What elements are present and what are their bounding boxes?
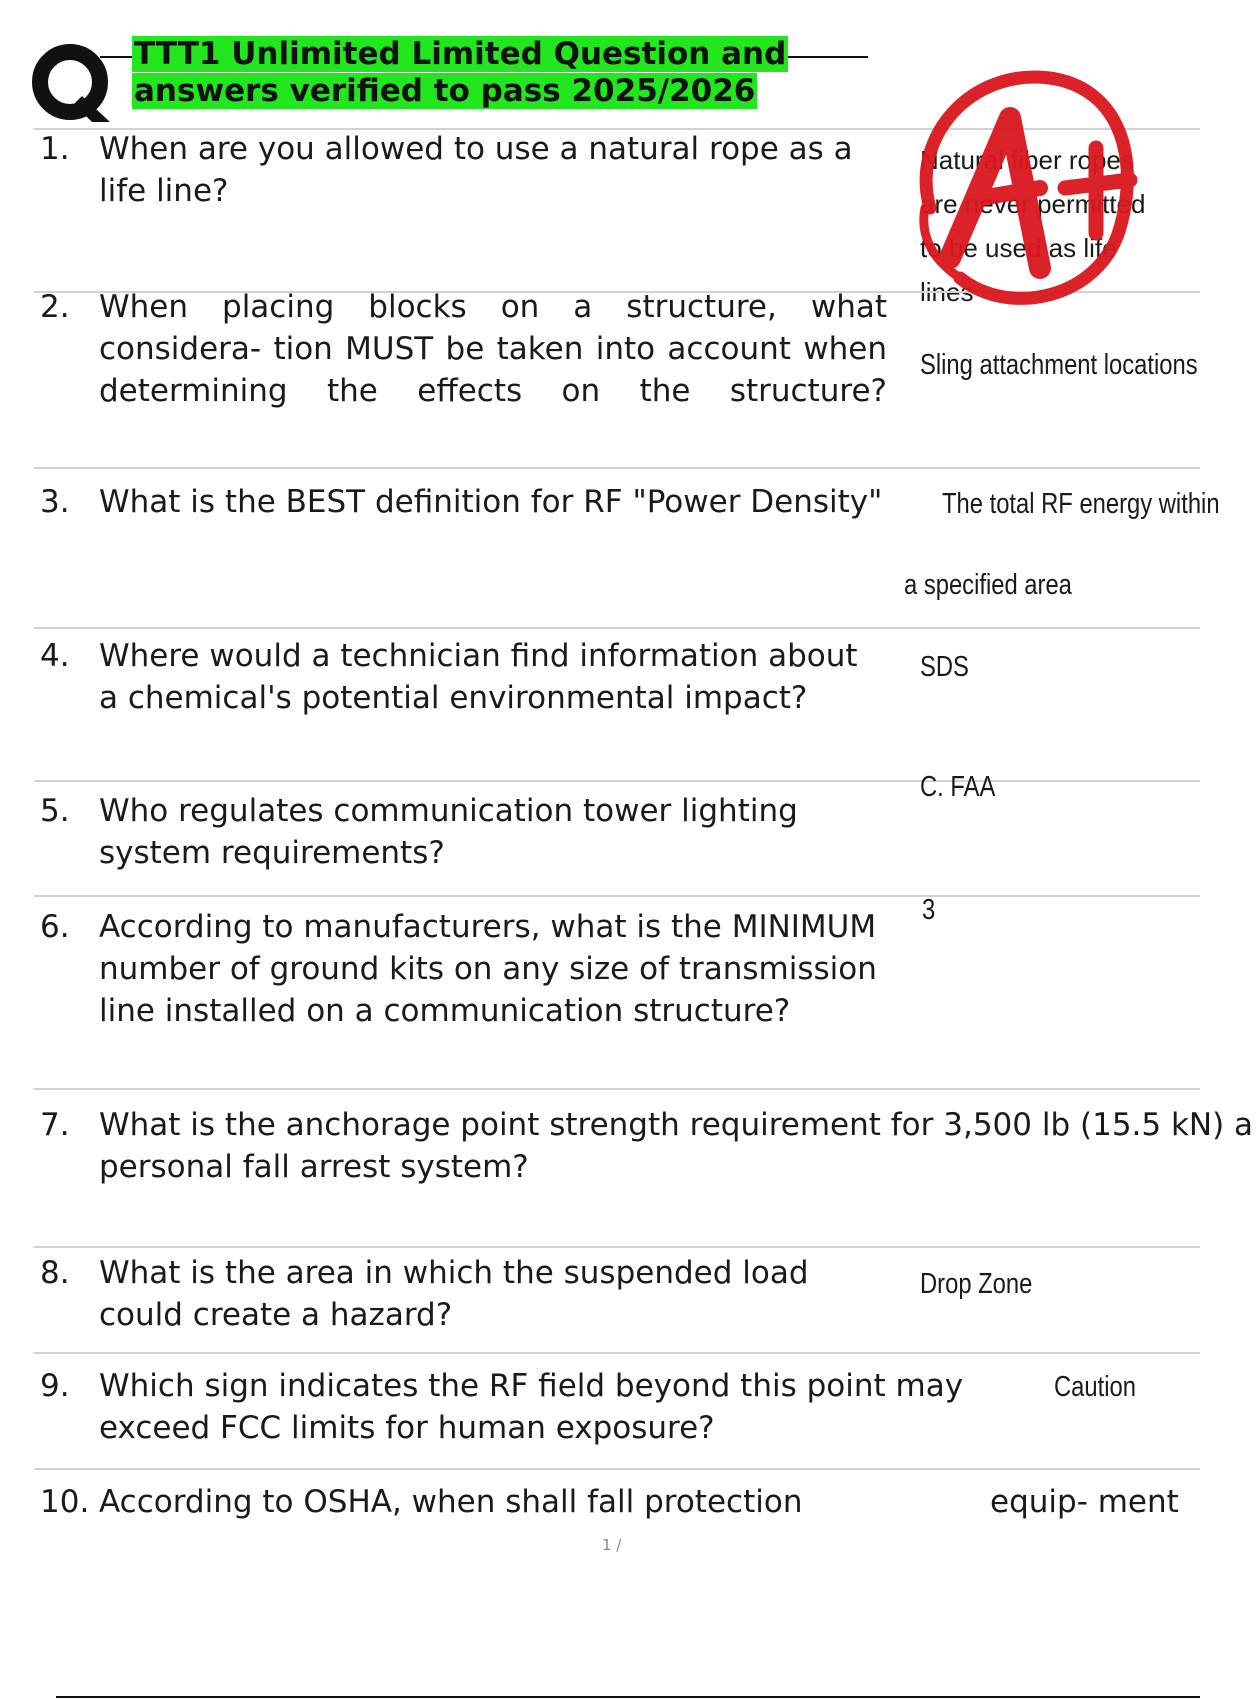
question-text: Who regulates communication tower lighti… xyxy=(99,793,798,871)
answer-text: SDS xyxy=(920,651,969,683)
question-text: According to OSHA, when shall fall prote… xyxy=(99,1484,803,1520)
row-divider xyxy=(34,467,1200,469)
row-divider xyxy=(34,627,1200,629)
question-number: 10. xyxy=(40,1484,90,1520)
answer-text: Sling attachment locations xyxy=(920,349,1198,381)
question-number: 7. xyxy=(40,1107,70,1143)
question-text: What is the anchorage point strength req… xyxy=(99,1107,1254,1185)
question-number: 1. xyxy=(40,131,70,167)
question-number: 8. xyxy=(40,1255,70,1291)
answer-text: 3 xyxy=(922,894,936,926)
row-divider xyxy=(34,291,1200,293)
row-divider xyxy=(34,780,1200,782)
question-number: 4. xyxy=(40,638,70,674)
question-text: Where would a technician find informatio… xyxy=(99,638,858,716)
document-title: TTT1 Unlimited Limited Question and answ… xyxy=(132,36,789,109)
row-divider xyxy=(34,1088,1200,1090)
answer-continuation: a specified area xyxy=(904,569,1072,601)
row-divider xyxy=(34,1468,1200,1470)
a-plus-grade-stamp-icon xyxy=(919,70,1138,305)
question-number: 9. xyxy=(40,1368,70,1404)
answer-text: The total RF energy within xyxy=(942,488,1220,520)
q-letter-logo-icon xyxy=(32,44,110,122)
answer-text: C. FAA xyxy=(920,771,996,803)
page-marker: 1 / xyxy=(602,1536,622,1554)
question-text: When placing blocks on a structure, what… xyxy=(99,289,887,409)
question-text: Which sign indicates the RF field beyond… xyxy=(99,1368,964,1446)
question-number: 6. xyxy=(40,909,70,945)
row-divider xyxy=(34,1352,1200,1354)
row-divider xyxy=(34,1246,1200,1248)
question-text: When are you allowed to use a natural ro… xyxy=(99,131,853,209)
question-number: 3. xyxy=(40,484,70,520)
document-page: TTT1 Unlimited Limited Question and answ… xyxy=(32,36,1254,1698)
question-text: According to manufacturers, what is the … xyxy=(99,909,877,1029)
question-text: What is the BEST definition for RF "Powe… xyxy=(99,484,883,520)
row-divider xyxy=(34,128,1200,130)
row-divider xyxy=(34,895,1200,897)
question-number: 5. xyxy=(40,793,70,829)
footer-rule xyxy=(56,1696,1200,1698)
question-number: 2. xyxy=(40,289,70,325)
question-text-end: equip- ment xyxy=(990,1484,1179,1520)
question-text: What is the area in which the suspended … xyxy=(99,1255,809,1333)
answer-text: Drop Zone xyxy=(920,1268,1033,1300)
answer-text: Caution xyxy=(1054,1371,1136,1403)
